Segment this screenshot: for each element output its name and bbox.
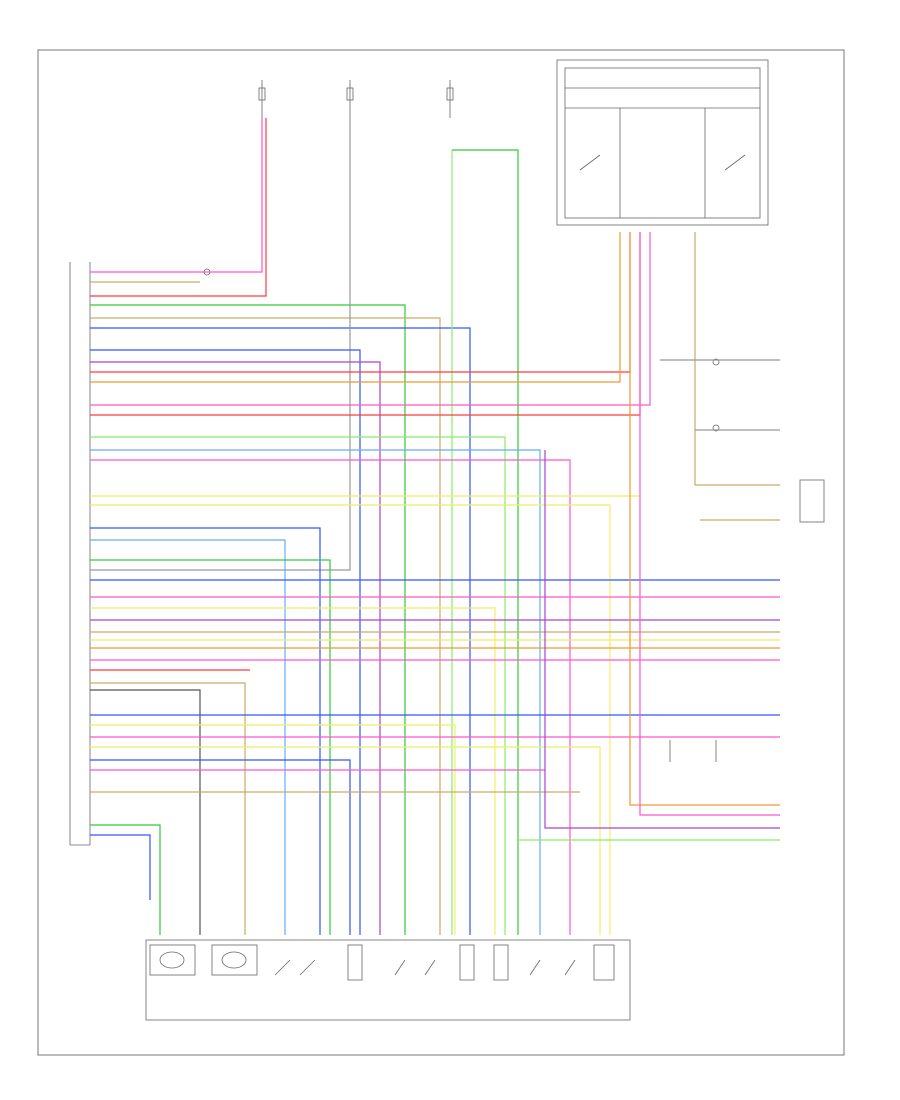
- wire-21: [90, 527, 321, 935]
- transmission-control-module: [69, 262, 91, 846]
- wire-38: [90, 746, 601, 935]
- solenoid-valves: [274, 944, 615, 981]
- wire-8: [452, 149, 519, 935]
- wire-5: [90, 317, 441, 935]
- fuse-2: [346, 80, 354, 118]
- wire-45: [639, 232, 780, 816]
- wire-13: [90, 232, 621, 383]
- wire-15: [90, 232, 641, 416]
- wire-17: [90, 449, 541, 935]
- wire-9: [90, 118, 351, 571]
- wire-34: [90, 682, 246, 935]
- wire-33: [90, 689, 201, 935]
- shift-lock-solenoid: [712, 358, 720, 432]
- wire-42: [90, 824, 161, 935]
- fuse-3: [446, 80, 454, 118]
- transmission-harness-connector: [145, 939, 631, 1021]
- wire-2: [90, 118, 267, 297]
- wire-39: [90, 759, 351, 935]
- wire-6: [90, 327, 471, 935]
- wire-43: [90, 834, 151, 900]
- fluid-temp-sensor: [347, 944, 363, 981]
- range-switch: [556, 59, 769, 226]
- wire-11: [90, 361, 381, 935]
- fuse-1: [258, 80, 266, 118]
- wire-48: [694, 232, 780, 486]
- data-link-connector: [799, 479, 825, 523]
- wire-1: [90, 118, 263, 273]
- wire-16: [90, 436, 506, 935]
- wire-36: [90, 724, 456, 935]
- output-speed-sensor: [211, 944, 258, 976]
- wire-23: [90, 559, 331, 935]
- diagram-frame: [37, 49, 845, 1056]
- wire-44: [629, 232, 780, 806]
- wire-14: [90, 232, 651, 406]
- wire-18: [90, 459, 571, 935]
- wire-26: [90, 607, 496, 935]
- wire-46: [544, 450, 780, 829]
- input-speed-sensor: [149, 944, 196, 976]
- wire-22: [90, 539, 286, 935]
- temperature-switch: [669, 740, 717, 762]
- wire-20: [90, 504, 611, 935]
- wire-10: [90, 349, 361, 935]
- wire-harness: [90, 118, 780, 935]
